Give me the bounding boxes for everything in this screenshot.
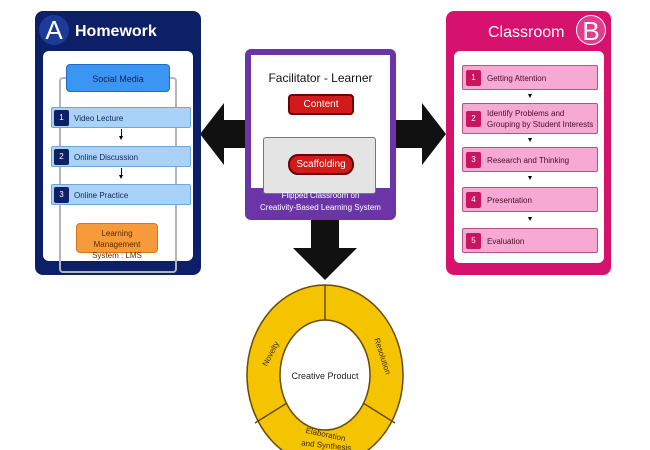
classroom-content: 1 Getting Attention 2 Identify Problems … — [454, 51, 604, 263]
left-arrow-icon — [200, 103, 248, 165]
step-label-line-2: Grouping by Student Interests — [487, 120, 594, 129]
arrow-down-icon — [528, 138, 532, 142]
arrow-down-icon — [528, 94, 532, 98]
creative-product-label: Creative Product — [291, 371, 359, 381]
segment-divider — [254, 402, 288, 424]
classroom-title: Classroom — [488, 24, 565, 41]
down-arrow-icon — [293, 220, 357, 280]
creative-product-ring: Creative Product Novelty Resolution Elab… — [246, 284, 404, 450]
arrow-down-icon — [528, 176, 532, 180]
classroom-badge: B — [576, 15, 606, 46]
center-panel: Facilitator - Learner Smart Device Conte… — [245, 49, 396, 220]
arrow-down-icon — [528, 217, 532, 221]
step-label: Presentation — [487, 196, 532, 205]
step-number: 3 — [466, 152, 481, 168]
center-title: Facilitator - Learner — [268, 71, 373, 85]
homework-content: Social Media 1 Video Lecture 2 Online Di… — [43, 51, 193, 273]
scaffolding-pill: Scaffolding — [288, 154, 354, 175]
homework-step: 1 Video Lecture — [51, 107, 191, 128]
connector-line — [121, 168, 122, 176]
step-label: Online Discussion — [74, 153, 139, 162]
segment-divider — [362, 402, 396, 424]
classroom-step: 2 Identify Problems and Grouping by Stud… — [462, 103, 598, 134]
homework-badge: A — [39, 15, 69, 45]
segment-label-synthesis: and Synthesis — [301, 438, 352, 450]
step-label: Getting Attention — [487, 74, 547, 83]
homework-step: 2 Online Discussion — [51, 146, 191, 167]
step-number: 3 — [54, 187, 69, 203]
classroom-panel: Classroom B 1 Getting Attention 2 Identi… — [446, 11, 611, 275]
lms-box: Learning Management System : LMS — [76, 223, 158, 260]
step-label-line-1: Identify Problems and — [487, 109, 565, 118]
content-pill: Content — [288, 94, 354, 115]
footer-line-1: Flipped Classroom on — [281, 191, 360, 200]
lms-line-1: Learning Management — [93, 229, 141, 249]
step-label: Research and Thinking — [487, 156, 570, 165]
step-number: 2 — [466, 111, 481, 127]
homework-panel: A Homework Social Media 1 Video Lecture … — [35, 11, 201, 275]
center-footer: Flipped Classroom on Creativity-Based Le… — [245, 190, 396, 214]
classroom-step: 5 Evaluation — [462, 228, 598, 253]
arrow-down-icon — [119, 175, 123, 179]
step-label: Video Lecture — [74, 114, 124, 123]
step-number: 1 — [466, 70, 481, 86]
footer-line-2: Creativity-Based Learning System — [260, 203, 381, 212]
classroom-step: 1 Getting Attention — [462, 65, 598, 90]
step-label: Online Practice — [74, 191, 129, 200]
homework-step: 3 Online Practice — [51, 184, 191, 205]
step-number: 4 — [466, 192, 481, 208]
right-arrow-icon — [396, 103, 446, 165]
arrow-down-icon — [119, 136, 123, 140]
step-number: 2 — [54, 149, 69, 165]
connector-line — [121, 129, 122, 137]
step-label: Evaluation — [487, 237, 525, 246]
classroom-step: 4 Presentation — [462, 187, 598, 212]
homework-title: Homework — [75, 23, 157, 40]
lms-line-2: System : LMS — [92, 251, 142, 260]
step-number: 5 — [466, 233, 481, 249]
step-number: 1 — [54, 110, 69, 126]
step-label: Identify Problems and Grouping by Studen… — [487, 108, 593, 130]
social-media-box: Social Media — [66, 64, 170, 92]
classroom-step: 3 Research and Thinking — [462, 147, 598, 172]
